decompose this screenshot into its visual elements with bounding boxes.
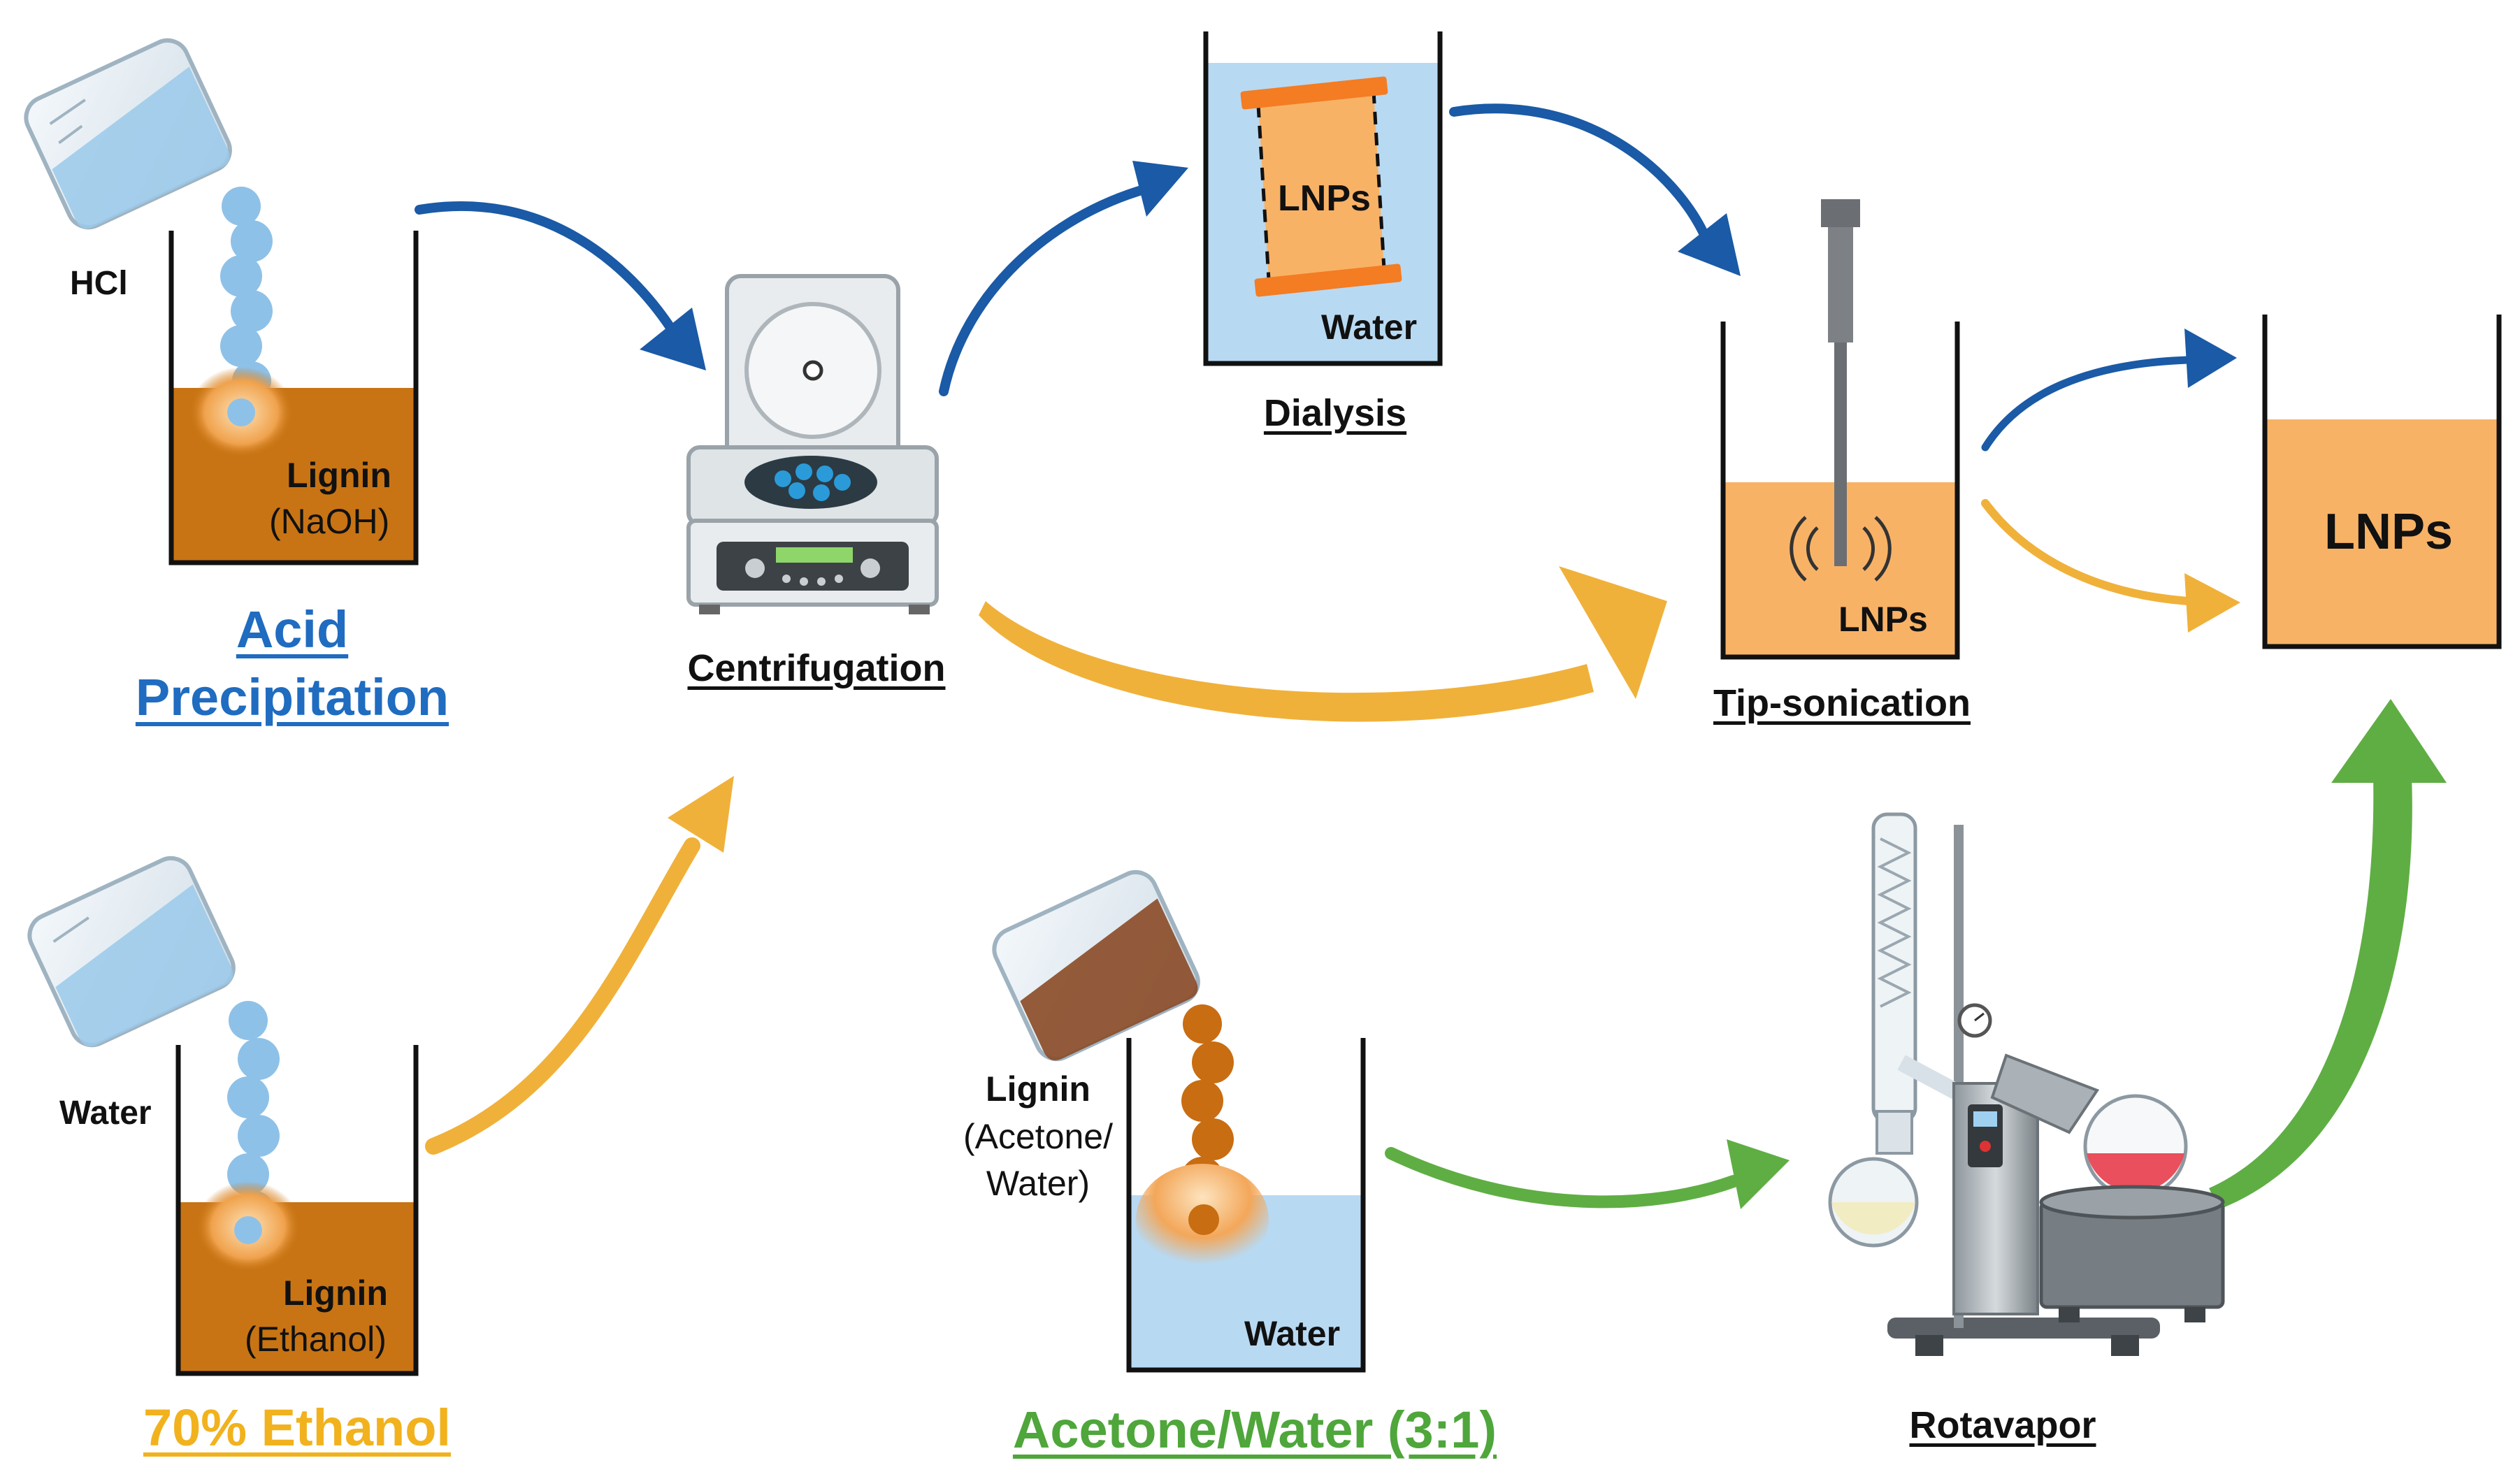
arrow-sonication-to-final-yellow bbox=[1981, 499, 2192, 605]
arrowhead-centrifuge-to-dialysis bbox=[1132, 161, 1188, 217]
lignin-ethanol-solvent-label: (Ethanol) bbox=[245, 1320, 387, 1359]
hcl-label: HCl bbox=[70, 265, 128, 302]
lignin-naoh-solvent-label: (NaOH) bbox=[269, 502, 390, 541]
lignin-acetone-solvent-line2: Water) bbox=[986, 1164, 1090, 1203]
beaker-icon bbox=[168, 231, 419, 565]
dialysis-bag-icon bbox=[1240, 76, 1402, 297]
arrowhead-dialysis-to-sonication bbox=[1678, 213, 1741, 276]
centrifuge-icon bbox=[686, 274, 939, 614]
lignin-ethanol-label: Lignin bbox=[283, 1274, 388, 1313]
final-lnps-label: LNPs bbox=[2324, 504, 2454, 560]
rotary-evaporator-icon bbox=[1828, 812, 2225, 1356]
arrow-centrifuge-to-sonication bbox=[979, 601, 1594, 722]
arrow-centrifuge-to-dialysis bbox=[939, 184, 1151, 396]
arrow-dialysis-to-sonication bbox=[1449, 103, 1711, 243]
sonication-lnps-label: LNPs bbox=[1838, 600, 1928, 639]
water-ethanol-label: Water bbox=[59, 1095, 152, 1132]
acid-precipitation-setup bbox=[24, 38, 419, 565]
step-tip-sonication: Tip-sonication bbox=[1713, 682, 1971, 724]
arrowhead-sonication-to-final-yellow bbox=[2184, 573, 2240, 633]
arrowhead-rotavapor-to-final bbox=[2331, 699, 2447, 783]
beaker-icon bbox=[175, 1045, 419, 1376]
arrowhead-ethanol-to-centrifuge bbox=[668, 776, 734, 853]
final-lnps-beaker bbox=[2262, 315, 2502, 649]
lignin-acetone-solvent-line1: (Acetone/ bbox=[963, 1117, 1114, 1156]
dialysis-setup bbox=[1203, 31, 1443, 366]
lignin-naoh-label: Lignin bbox=[287, 456, 391, 495]
sonicator-probe-icon bbox=[1790, 199, 1892, 582]
dialysis-water-label: Water bbox=[1321, 308, 1418, 347]
pouring-beaker-icon bbox=[27, 856, 236, 1048]
tip-sonication-setup bbox=[1720, 199, 1960, 660]
arrowhead-acid-to-centrifuge bbox=[640, 308, 706, 370]
lignin-acetone-label: Lignin bbox=[986, 1069, 1090, 1109]
method-acetone-water: Acetone/Water (3:1) bbox=[1012, 1401, 1497, 1459]
water-acetone-label: Water bbox=[1244, 1314, 1341, 1353]
pouring-beaker-icon bbox=[992, 870, 1200, 1062]
step-centrifugation: Centrifugation bbox=[687, 647, 946, 689]
ethanol-setup bbox=[27, 856, 419, 1376]
arrow-rotavapor-to-final bbox=[2209, 776, 2412, 1209]
arrowhead-acetone-to-rotavapor bbox=[1727, 1139, 1790, 1209]
arrow-acetone-to-rotavapor bbox=[1385, 1147, 1740, 1209]
dialysis-lnps-label: LNPs bbox=[1278, 178, 1371, 219]
method-acid-precipitation-line1: Acid bbox=[236, 600, 349, 658]
arrow-ethanol-to-centrifuge bbox=[425, 837, 700, 1155]
arrow-sonication-to-final-blue bbox=[1981, 356, 2192, 452]
step-rotavapor: Rotavapor bbox=[1909, 1404, 2096, 1446]
step-dialysis: Dialysis bbox=[1263, 392, 1407, 434]
method-acid-precipitation-line2: Precipitation bbox=[135, 668, 449, 726]
arrowhead-centrifuge-to-sonication bbox=[1559, 566, 1667, 699]
arrow-acid-to-centrifuge bbox=[415, 201, 676, 333]
acetone-water-setup bbox=[992, 870, 1366, 1373]
arrowhead-sonication-to-final-blue bbox=[2184, 329, 2237, 388]
method-ethanol: 70% Ethanol bbox=[143, 1399, 451, 1457]
pouring-beaker-icon bbox=[24, 38, 232, 230]
